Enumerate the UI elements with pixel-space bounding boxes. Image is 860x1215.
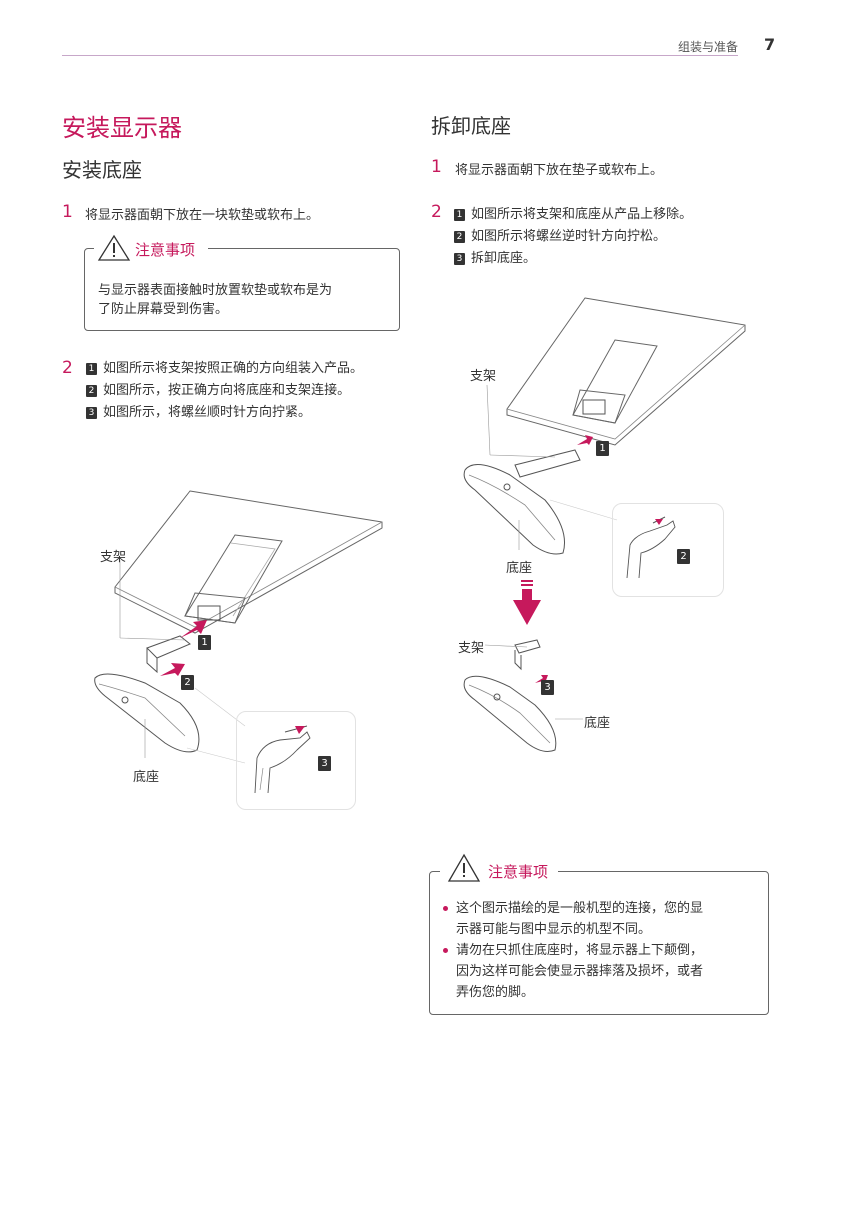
right-callout-3: 3: [541, 680, 554, 695]
right-step2-item: 3 拆卸底座。: [454, 248, 692, 270]
text-run: 如图所示，将螺丝顺时针方向拧紧。: [103, 405, 312, 420]
right-screw-detail-frame: [612, 503, 724, 597]
bold-term: 支架: [285, 383, 312, 398]
right-label-stand-bottom: 支架: [458, 641, 485, 656]
text-run: 和: [562, 207, 576, 222]
caution-bullet: 这个图示描绘的是一般机型的连接，您的显 示器可能与图中显示的机型不同。: [442, 898, 760, 940]
right-step1-number: 1: [431, 157, 442, 177]
right-callout-2: 2: [677, 549, 690, 564]
left-step2-item: 3 如图所示，将螺丝顺时针方向拧紧。: [86, 402, 363, 424]
left-label-stand: 支架: [100, 550, 127, 565]
right-step2-item: 2 如图所示将螺丝逆时针方向拧松。: [454, 226, 692, 248]
right-caution-content: 这个图示描绘的是一般机型的连接，您的显 示器可能与图中显示的机型不同。 请勿在只…: [442, 898, 760, 1003]
step-badge: 2: [86, 385, 97, 397]
step-badge: 1: [454, 209, 465, 221]
left-caution-title: 注意事项: [131, 239, 200, 260]
section-title-remove-stand: 拆卸底座: [431, 114, 511, 138]
right-caution-box: [429, 871, 769, 1015]
step-badge: 2: [454, 231, 465, 243]
left-callout-3: 3: [318, 756, 331, 771]
text-run: 连接。: [311, 383, 351, 398]
left-step1-number: 1: [62, 202, 73, 222]
left-callout-1: 1: [198, 635, 211, 650]
text-run: 拆卸底座。: [471, 251, 537, 266]
left-step2-item: 1 如图所示将支架按照正确的方向组装入产品。: [86, 358, 363, 380]
right-label-base-bottom: 底座: [584, 716, 611, 731]
left-screw-detail-frame: [236, 711, 356, 810]
bold-term: 底座: [246, 383, 273, 398]
subsection-title-install-stand: 安装底座: [62, 158, 142, 182]
right-caution-bullets: 这个图示描绘的是一般机型的连接，您的显 示器可能与图中显示的机型不同。 请勿在只…: [442, 898, 760, 1003]
text-run: 和: [272, 383, 286, 398]
right-label-base-mid: 底座: [506, 561, 533, 576]
left-caution-line: 了防止屏幕受到伤害。: [98, 302, 229, 317]
text-run: 如图所示将: [103, 361, 169, 376]
running-header-section: 组装与准备: [677, 40, 738, 54]
right-step2-number: 2: [431, 202, 442, 222]
section-title-install-monitor: 安装显示器: [62, 114, 182, 142]
step-badge: 3: [454, 253, 465, 265]
right-callout-1: 1: [596, 441, 609, 456]
remove-stand-illustration: [463, 297, 746, 752]
step-badge: 3: [86, 407, 97, 419]
warning-triangle-icon: [447, 853, 481, 882]
right-step2-item: 1 如图所示将支架和底座从产品上移除。: [454, 204, 692, 226]
bold-term: 支架: [168, 361, 195, 376]
left-callout-2: 2: [181, 675, 194, 690]
step-badge: 1: [86, 363, 97, 375]
left-step1-text: 将显示器面朝下放在一块软垫或软布上。: [85, 208, 320, 223]
right-step1-text: 将显示器面朝下放在垫子或软布上。: [455, 163, 664, 178]
caution-line: 这个图示描绘的是一般机型的连接，您的显: [456, 901, 704, 916]
left-label-base: 底座: [133, 770, 160, 785]
text-run: 从产品上移除。: [601, 207, 693, 222]
bold-term: 支架: [536, 207, 563, 222]
header-rule: [62, 55, 738, 56]
bold-term: 底座: [575, 207, 602, 222]
right-step2-list: 1 如图所示将支架和底座从产品上移除。 2 如图所示将螺丝逆时针方向拧松。 3 拆卸底…: [454, 204, 692, 270]
left-step2-number: 2: [62, 358, 73, 378]
caution-line: 弄伤您的脚。: [456, 985, 535, 1000]
page-number: 7: [764, 35, 776, 54]
text-run: 如图所示将: [471, 207, 537, 222]
left-caution-text: 与显示器表面接触时放置软垫或软布是为 了防止屏幕受到伤害。: [98, 281, 332, 319]
right-caution-title: 注意事项: [484, 861, 553, 882]
caution-line: 示器可能与图中显示的机型不同。: [456, 922, 652, 937]
text-run: 如图所示将螺丝逆时针方向拧松。: [471, 229, 667, 244]
left-caution-box: [84, 248, 400, 331]
right-label-stand-top: 支架: [470, 369, 497, 384]
left-step2-item: 2 如图所示，按正确方向将底座和支架连接。: [86, 380, 363, 402]
caution-bullet: 请勿在只抓住底座时，将显示器上下颠倒， 因为这样可能会使显示器摔落及损坏，或者 …: [442, 940, 760, 1003]
caution-line: 请勿在只抓住底座时，将显示器上下颠倒，: [456, 943, 704, 958]
install-stand-illustration: [94, 490, 383, 794]
text-run: 如图所示，按正确方向将: [103, 383, 247, 398]
text-run: 按照正确的方向组装入产品。: [194, 361, 364, 376]
left-caution-line: 与显示器表面接触时放置软垫或软布是为: [98, 283, 333, 298]
warning-triangle-icon: [97, 234, 131, 261]
caution-line: 因为这样可能会使显示器摔落及损坏，或者: [456, 964, 704, 979]
